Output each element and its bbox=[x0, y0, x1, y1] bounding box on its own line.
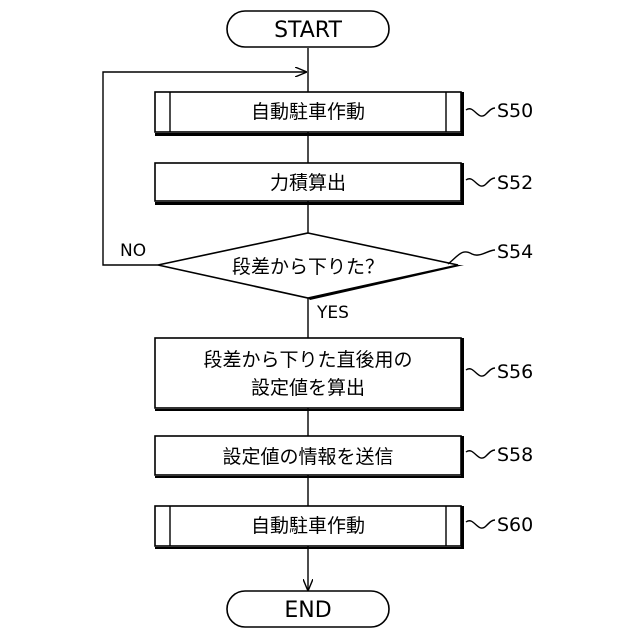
s50-leader bbox=[466, 108, 495, 116]
s60-leader bbox=[466, 520, 495, 528]
step-s56-line2: 設定値を算出 bbox=[251, 377, 365, 399]
end-label: END bbox=[284, 598, 331, 623]
step-s58-id: S58 bbox=[497, 444, 533, 466]
step-s58-text: 設定値の情報を送信 bbox=[222, 446, 393, 468]
step-s52-id: S52 bbox=[497, 172, 533, 194]
step-s50-text: 自動駐車作動 bbox=[251, 101, 365, 123]
step-s56-line1: 段差から下りた直後用の bbox=[203, 349, 412, 371]
start-label: START bbox=[274, 18, 342, 43]
s56-leader bbox=[466, 368, 495, 376]
s52-leader bbox=[466, 178, 495, 186]
step-s60-text: 自動駐車作動 bbox=[251, 515, 365, 537]
s54-leader bbox=[448, 250, 495, 264]
step-s56-id: S56 bbox=[497, 361, 533, 383]
no-label: NO bbox=[120, 241, 146, 261]
yes-label: YES bbox=[316, 303, 349, 323]
step-s54-text: 段差から下りた？ bbox=[232, 256, 384, 278]
step-s50-id: S50 bbox=[497, 100, 533, 122]
step-s60-id: S60 bbox=[497, 514, 533, 536]
s58-leader bbox=[466, 450, 495, 458]
step-s54-id: S54 bbox=[497, 241, 533, 263]
step-s52-text: 力積算出 bbox=[270, 172, 346, 194]
